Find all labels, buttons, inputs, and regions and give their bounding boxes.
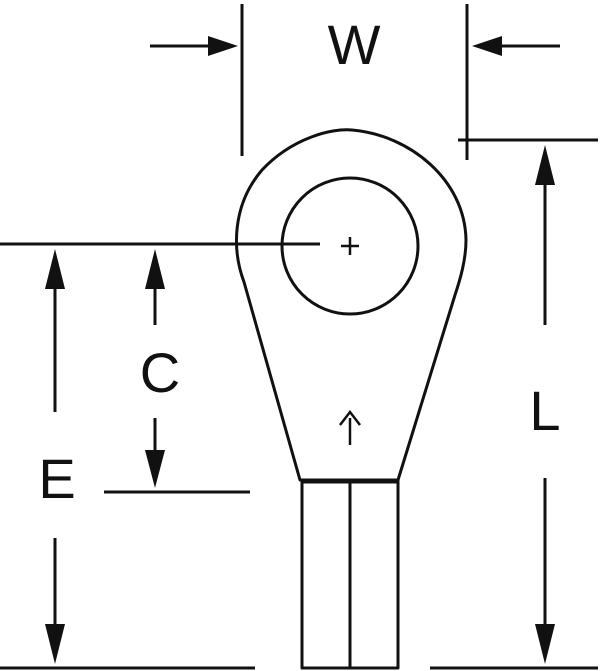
arrow-right-icon [208,36,238,56]
direction-arrow-icon [339,409,361,445]
stud-hole [280,176,420,316]
arrow-up-icon [145,249,165,289]
arrow-down-icon [145,450,165,488]
label-l: L [529,379,560,442]
arrow-up-icon [45,249,65,289]
dimension-e: E [38,249,76,664]
extension-lines [0,4,598,670]
tongue-outline [235,128,468,482]
dimension-w: W [150,13,560,76]
label-e: E [38,447,75,510]
arrow-down-icon [535,624,555,664]
ring-terminal-outline [235,128,468,670]
arrow-left-icon [472,36,502,56]
dimension-l: L [529,145,561,664]
dimension-c: C [140,249,180,488]
arrow-up-icon [535,145,555,185]
label-c: C [140,341,180,404]
arrow-down-icon [45,624,65,664]
label-w: W [328,13,381,76]
